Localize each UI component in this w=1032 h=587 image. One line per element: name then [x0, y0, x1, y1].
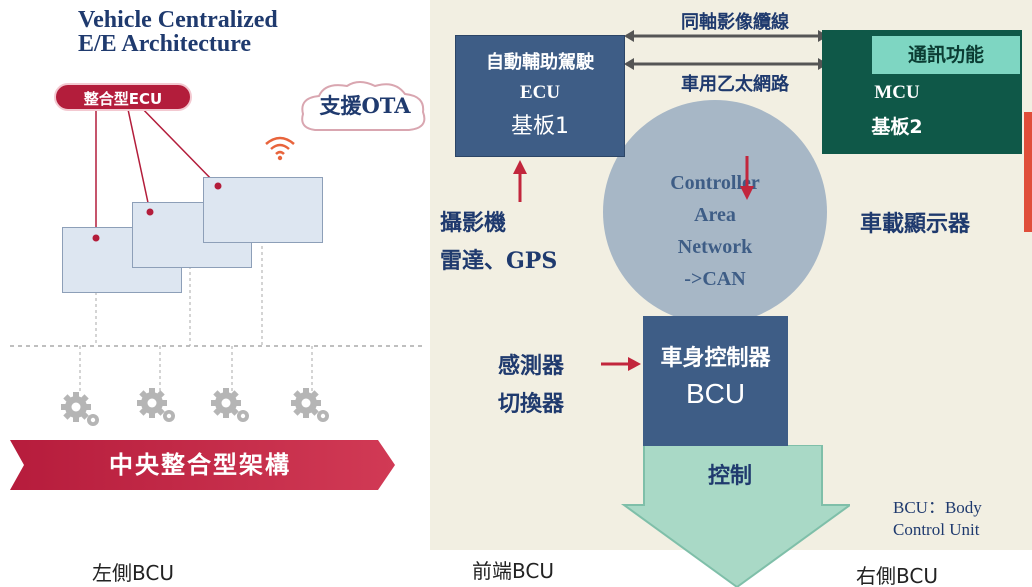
automotive-ethernet-label: 車用乙太網路	[681, 74, 789, 95]
can-line-4: ->CAN	[684, 268, 746, 290]
mcu-board-label: 基板2	[871, 116, 923, 138]
radar-gps-label: 雷達、GPS	[440, 248, 558, 274]
bcu-definition-note: BCU：Body Control Unit	[893, 497, 1032, 541]
can-bus-circle	[603, 100, 827, 324]
can-line-1: Controller	[670, 172, 760, 194]
red-edge-accent	[1024, 112, 1032, 232]
central-architecture-label: 中央整合型架構	[109, 451, 291, 479]
integrated-ecu-pill: 整合型ECU	[54, 83, 192, 111]
ota-support-label: 支援OTA	[319, 93, 411, 118]
right-bcu-label: 右側BCU	[856, 564, 938, 587]
left-bcu-label: 左側BCU	[92, 561, 174, 585]
camera-label: 攝影機	[440, 210, 507, 236]
communication-function-label: 通訊功能	[872, 36, 1020, 74]
signal-arrows	[513, 156, 754, 371]
adas-title: 自動輔助駕駛	[486, 52, 594, 73]
gear-icon	[61, 392, 99, 426]
mcu-label: MCU	[874, 82, 920, 103]
architecture-title: Vehicle Centralized E/E Architecture	[78, 8, 378, 56]
switch-label: 切換器	[498, 391, 565, 417]
central-architecture-banner	[10, 440, 395, 490]
note-line-1: BCU：Body	[893, 498, 982, 517]
ecu-board-dots	[92, 182, 222, 242]
vehicle-display-label: 車載顯示器	[860, 211, 971, 237]
control-arrow	[620, 445, 850, 587]
bcu-block: 車身控制器 BCU	[643, 316, 788, 446]
front-bcu-label: 前端BCU	[472, 559, 554, 583]
wifi-icon	[265, 136, 295, 161]
bcu-abbrev: BCU	[685, 378, 746, 409]
title-line-2: E/E Architecture	[78, 31, 252, 57]
gear-icon	[211, 388, 249, 422]
can-line-3: Network	[677, 236, 753, 258]
coax-cable-label: 同軸影像纜線	[681, 12, 789, 33]
can-line-2: Area	[694, 204, 736, 226]
ecu-board-3	[203, 177, 323, 243]
adas-board-label: 基板1	[511, 114, 569, 139]
gear-icon	[291, 388, 329, 422]
gear-icon	[137, 388, 175, 422]
title-line-1: Vehicle Centralized	[78, 7, 278, 33]
note-line-2: Control Unit	[893, 520, 980, 539]
adas-ecu-board: 自動輔助駕駛 ECU 基板1	[455, 35, 625, 157]
sensor-label: 感測器	[498, 353, 565, 379]
ota-cloud-icon	[301, 81, 426, 131]
adas-ecu-label: ECU	[519, 82, 561, 103]
actuator-gears	[61, 388, 329, 426]
control-label: 控制	[707, 463, 752, 489]
bcu-title: 車身控制器	[660, 346, 771, 371]
